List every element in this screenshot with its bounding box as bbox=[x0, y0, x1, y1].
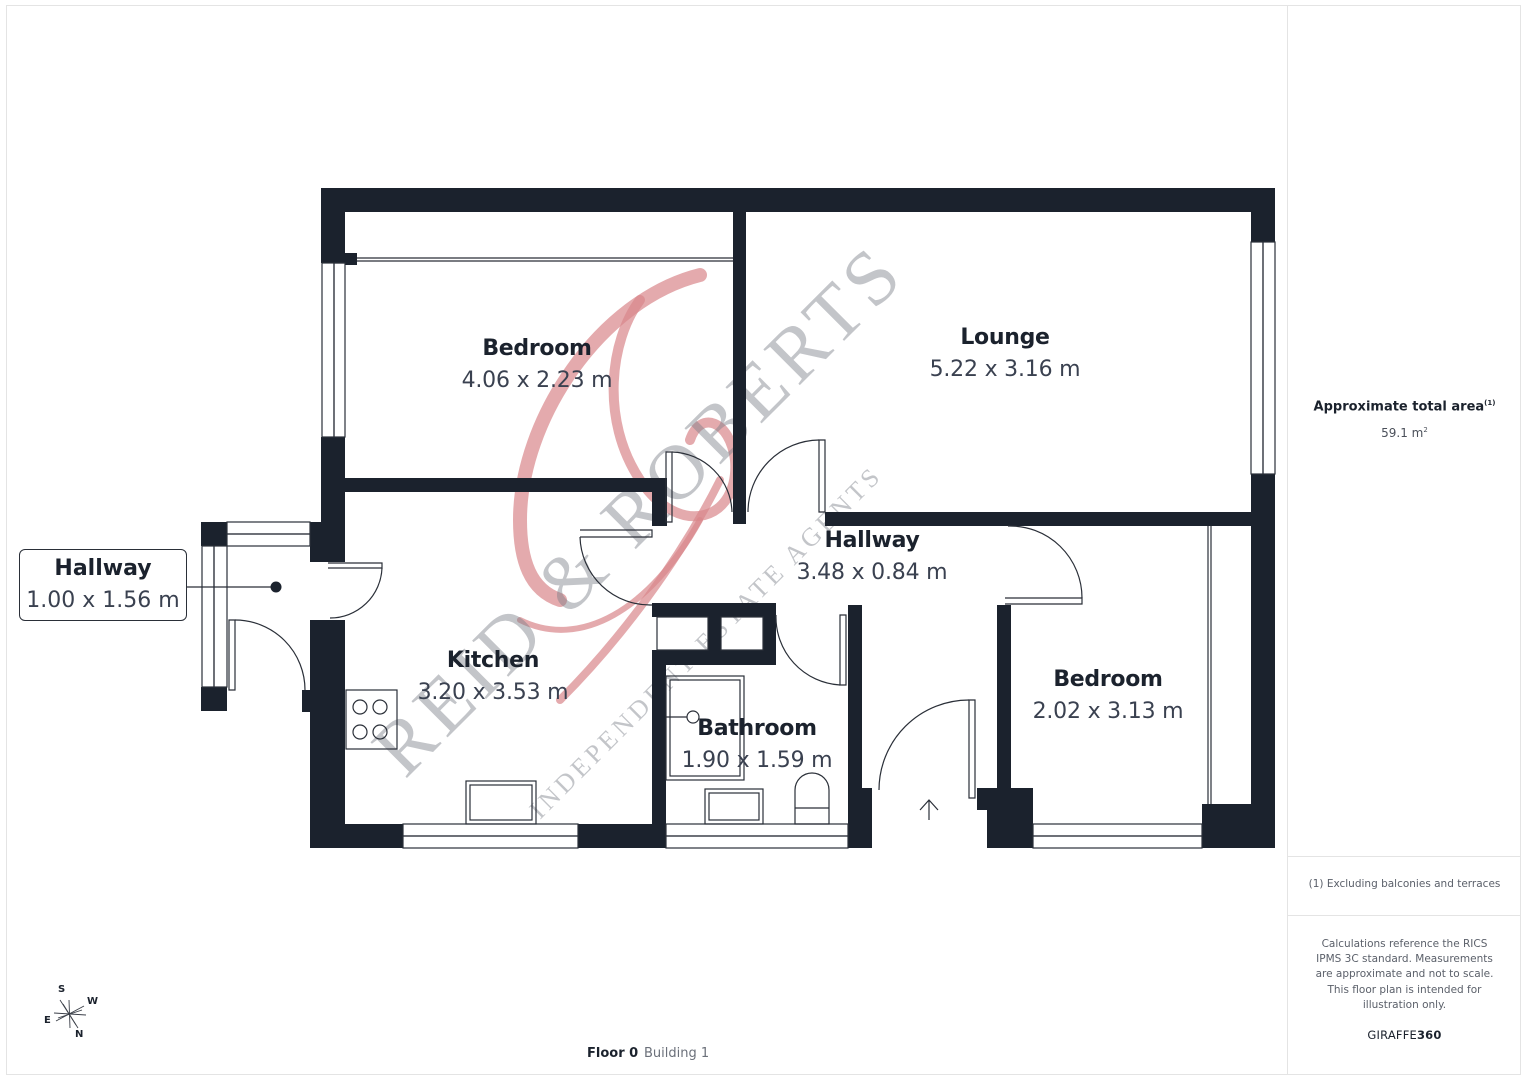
brand-prefix: GIRAFFE bbox=[1367, 1028, 1417, 1042]
room-name-lounge: Lounge bbox=[960, 325, 1050, 350]
building-label: Building 1 bbox=[644, 1046, 710, 1061]
total-area-unit-sup: 2 bbox=[1423, 426, 1428, 434]
compass-label-w: W bbox=[87, 996, 99, 1007]
compass-label-n: N bbox=[75, 1029, 84, 1040]
total-area-value-text: 59.1 m bbox=[1381, 426, 1424, 440]
floor-label: Floor 0 bbox=[587, 1046, 639, 1061]
compass-label-s: S bbox=[58, 984, 66, 995]
room-dims-bedroom-2: 2.02 x 3.13 m bbox=[1032, 699, 1184, 724]
callout-room-dims: 1.00 x 1.56 m bbox=[26, 588, 180, 613]
total-area-value: 59.1 m2 bbox=[1288, 426, 1521, 440]
total-area-footnote-marker: (1) bbox=[1484, 399, 1496, 407]
hallway-callout: Hallway 1.00 x 1.56 m bbox=[19, 549, 187, 621]
room-name-bathroom: Bathroom bbox=[697, 716, 817, 741]
room-name-kitchen: Kitchen bbox=[446, 648, 540, 673]
room-name-bedroom-2: Bedroom bbox=[1053, 667, 1163, 692]
sidebar-separator bbox=[1288, 915, 1521, 916]
room-dims-bedroom-1: 4.06 x 2.23 m bbox=[461, 368, 613, 393]
page-frame bbox=[6, 5, 1521, 1075]
windows-and-doors bbox=[187, 241, 1276, 849]
room-dims-hallway: 3.48 x 0.84 m bbox=[796, 560, 948, 585]
walls bbox=[201, 188, 1275, 848]
callout-room-name: Hallway bbox=[54, 556, 152, 581]
disclaimer-text: Calculations reference the RICS IPMS 3C … bbox=[1315, 938, 1494, 1011]
compass-label-e: E bbox=[44, 1015, 51, 1026]
brand-suffix: 360 bbox=[1416, 1028, 1442, 1042]
watermark-monogram bbox=[512, 268, 741, 704]
total-area-title: Approximate total area(1) bbox=[1288, 399, 1521, 414]
callout-pin bbox=[270, 581, 282, 593]
room-dims-kitchen: 3.20 x 3.53 m bbox=[417, 680, 569, 705]
sidebar-divider bbox=[1287, 5, 1288, 1075]
room-dims-bathroom: 1.90 x 1.59 m bbox=[681, 748, 833, 773]
compass-icon bbox=[53, 999, 87, 1029]
room-dims-lounge: 5.22 x 3.16 m bbox=[929, 357, 1081, 382]
area-footnote: (1) Excluding balconies and terraces bbox=[1308, 878, 1501, 890]
total-area-title-text: Approximate total area bbox=[1313, 399, 1485, 415]
room-name-hallway: Hallway bbox=[824, 528, 920, 553]
brand-logo: GIRAFFE360 bbox=[1288, 1028, 1521, 1042]
room-name-bedroom-1: Bedroom bbox=[482, 336, 592, 361]
sidebar-separator bbox=[1288, 856, 1521, 857]
